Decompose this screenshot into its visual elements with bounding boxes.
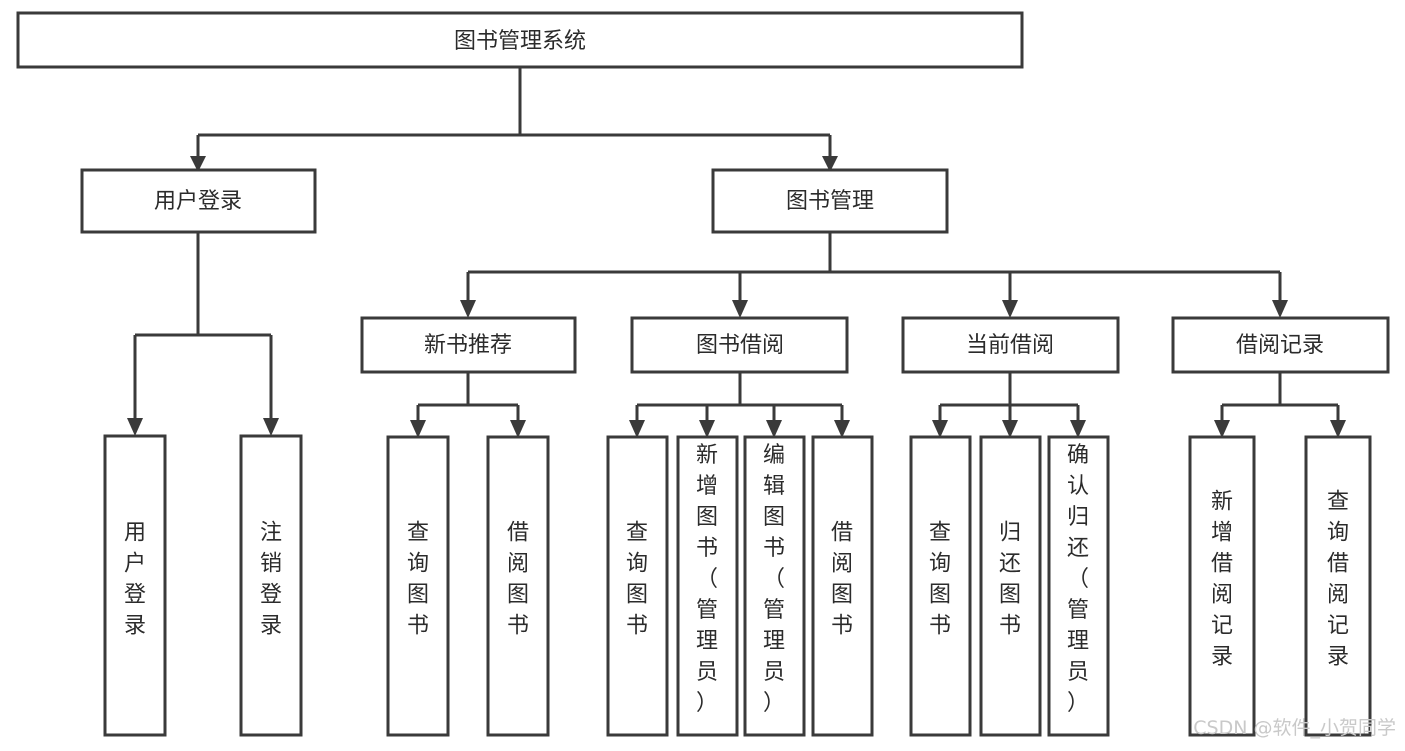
node-new-book-label: 新书推荐 <box>424 333 512 358</box>
leaf-user-login-2[interactable]: 注销登录 <box>239 434 303 737</box>
leaf-user-login-1-box[interactable] <box>103 434 167 737</box>
leaf-current-1[interactable]: 查询图书 <box>909 435 972 737</box>
arrow-borrow-leaf-2 <box>699 420 715 438</box>
node-borrow-record-label: 借阅记录 <box>1236 333 1324 358</box>
node-current-borrow-box[interactable] <box>901 316 1120 374</box>
leaf-current-2-label: 归还图书 <box>999 521 1021 639</box>
leaf-record-2-label: 查询借阅记录 <box>1327 490 1349 670</box>
leaf-borrow-4[interactable]: 借阅图书 <box>811 435 874 737</box>
leaf-current-3-box[interactable] <box>1047 435 1110 737</box>
node-borrow-record-box[interactable] <box>1171 316 1390 374</box>
leaf-record-2-box[interactable] <box>1304 435 1372 737</box>
arrow-to-book-manage <box>822 156 838 172</box>
leaf-borrow-2-label: 新增图书（管理员） <box>696 443 718 716</box>
node-borrow-label: 图书借阅 <box>696 333 784 358</box>
leaf-borrow-1[interactable]: 查询图书 <box>606 435 669 737</box>
node-current-borrow[interactable]: 当前借阅 <box>901 316 1120 374</box>
arrow-current-leaf-1 <box>932 420 948 438</box>
leaf-record-1[interactable]: 新增借阅记录 <box>1188 435 1256 737</box>
arrow-current <box>1002 300 1018 318</box>
leaf-current-2-box[interactable] <box>979 435 1042 737</box>
leaf-borrow-4-label: 借阅图书 <box>831 521 853 639</box>
leaf-new-book-2-box[interactable] <box>486 435 550 737</box>
arrow-borrow <box>732 300 748 318</box>
arrow-current-leaf-3 <box>1070 420 1086 438</box>
csdn-watermark: CSDN @软件_小贺同学 <box>1193 717 1396 739</box>
leaf-user-login-1[interactable]: 用户登录 <box>103 434 167 737</box>
arrow-record <box>1272 300 1288 318</box>
arrow-new-book <box>460 300 476 318</box>
leaf-user-login-2-box[interactable] <box>239 434 303 737</box>
node-user-login[interactable]: 用户登录 <box>80 168 317 234</box>
leaf-current-1-label: 查询图书 <box>929 521 951 639</box>
leaf-new-book-1-box[interactable] <box>386 435 450 737</box>
node-book-manage-box[interactable] <box>711 168 949 234</box>
arrow-borrow-leaf-4 <box>834 420 850 438</box>
leaf-user-login-2-label: 注销登录 <box>260 521 282 639</box>
node-book-manage[interactable]: 图书管理 <box>711 168 949 234</box>
leaf-user-login-1-label: 用户登录 <box>124 521 146 639</box>
leaf-current-2[interactable]: 归还图书 <box>979 435 1042 737</box>
leaf-record-1-label: 新增借阅记录 <box>1211 490 1233 670</box>
node-borrow-record[interactable]: 借阅记录 <box>1171 316 1390 374</box>
connector-layer <box>127 67 1346 438</box>
node-new-book-box[interactable] <box>360 316 577 374</box>
arrow-record-leaf-2 <box>1330 420 1346 438</box>
leaf-borrow-3[interactable]: 编辑图书（管理员） <box>743 435 806 737</box>
arrow-borrow-leaf-3 <box>766 420 782 438</box>
leaf-new-book-1[interactable]: 查询图书 <box>386 435 450 737</box>
leaf-new-book-2[interactable]: 借阅图书 <box>486 435 550 737</box>
leaf-current-3[interactable]: 确认归还（管理员） <box>1047 435 1110 737</box>
node-current-borrow-label: 当前借阅 <box>966 333 1054 358</box>
node-borrow[interactable]: 图书借阅 <box>630 316 849 374</box>
leaf-borrow-1-box[interactable] <box>606 435 669 737</box>
node-root[interactable]: 图书管理系统 <box>16 11 1024 69</box>
node-root-label: 图书管理系统 <box>454 29 586 54</box>
leaf-borrow-3-box[interactable] <box>743 435 806 737</box>
leaf-new-book-1-label: 查询图书 <box>407 521 429 639</box>
arrow-record-leaf-1 <box>1214 420 1230 438</box>
leaf-borrow-1-label: 查询图书 <box>626 521 648 639</box>
leaf-borrow-3-label: 编辑图书（管理员） <box>763 443 785 716</box>
leaf-borrow-2[interactable]: 新增图书（管理员） <box>676 435 739 737</box>
leaf-borrow-4-box[interactable] <box>811 435 874 737</box>
arrow-new-book-leaf-1 <box>410 420 426 438</box>
arrow-borrow-leaf-1 <box>629 420 645 438</box>
arrow-to-user-login <box>190 156 206 172</box>
leaf-current-1-box[interactable] <box>909 435 972 737</box>
node-user-login-box[interactable] <box>80 168 317 234</box>
leaf-borrow-2-box[interactable] <box>676 435 739 737</box>
leaf-new-book-2-label: 借阅图书 <box>507 521 529 639</box>
arrow-current-leaf-2 <box>1002 420 1018 438</box>
arrow-user-login-leaf-1 <box>127 418 143 436</box>
node-borrow-box[interactable] <box>630 316 849 374</box>
arrow-user-login-leaf-2 <box>263 418 279 436</box>
node-root-box[interactable] <box>16 11 1024 69</box>
node-book-manage-label: 图书管理 <box>786 189 874 214</box>
leaf-current-3-label: 确认归还（管理员） <box>1067 443 1089 716</box>
node-new-book[interactable]: 新书推荐 <box>360 316 577 374</box>
arrow-new-book-leaf-2 <box>510 420 526 438</box>
leaf-record-2[interactable]: 查询借阅记录 <box>1304 435 1372 737</box>
leaf-record-1-box[interactable] <box>1188 435 1256 737</box>
node-user-login-label: 用户登录 <box>154 189 242 214</box>
